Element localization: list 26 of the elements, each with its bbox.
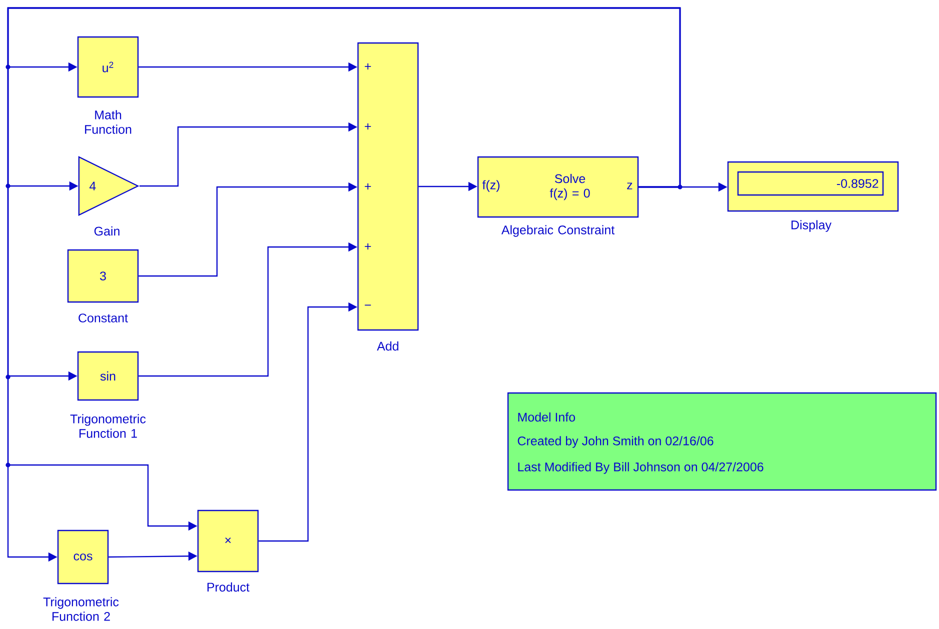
node-label: − [364,304,371,306]
block-label: Trigonometric Function 1 [70,414,146,438]
block-label: Math Function [85,110,132,134]
math-function-block: u$^{2}$ [77,36,139,98]
node-label: + [364,243,371,250]
model-info-annotation: Model Info Created by John Smith on 02/16/06 Last Modified By Bill Johnson on 04/27/2006 [507,392,937,491]
node-label: Solve f(z) = 0 [550,174,590,200]
algebraic-constraint-block: f(z) Solve f(z) = 0 z [477,156,639,218]
sine-block: sin [77,351,139,401]
block-label: Display [792,220,832,232]
product-block: × [197,510,259,572]
node-label: + [364,183,371,190]
node-label: + [364,123,371,130]
block-label: Algebraic Constraint [501,225,615,237]
block-label: Gain [94,226,120,236]
block-label: Trigonometric Function 2 [43,597,119,621]
block-label: Add [376,341,398,351]
node-label: f(z) [482,180,500,192]
sum-block: + + + + − [357,42,419,331]
display-block: -0.8952 [727,161,899,212]
cosine-block: cos [57,530,109,584]
block-label: Constant [78,314,128,322]
constant-block: 3 [67,249,139,303]
node-label: z [627,182,632,190]
block-label: Product [207,582,250,592]
node-label: + [364,63,371,70]
